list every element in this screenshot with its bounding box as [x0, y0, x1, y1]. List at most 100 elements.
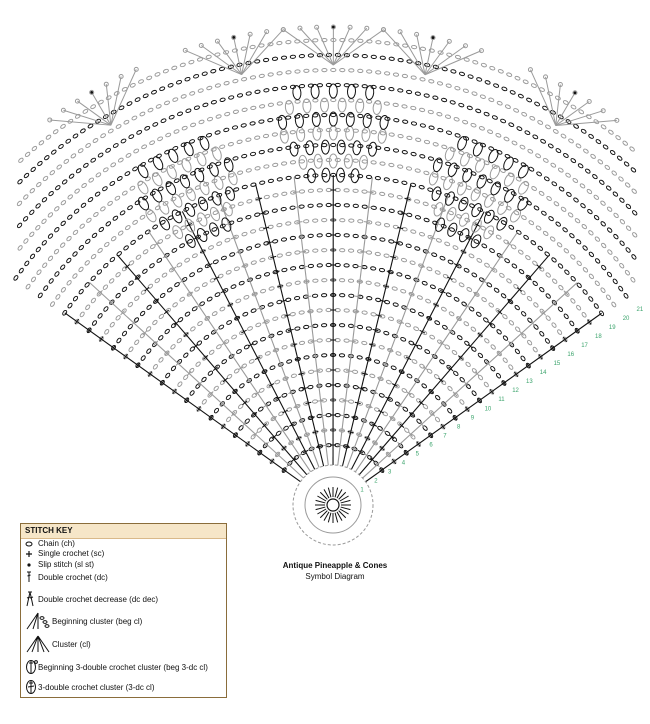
chain-stitch — [480, 62, 487, 68]
chain-stitch — [228, 173, 235, 178]
chain-stitch — [263, 194, 270, 200]
chain-stitch — [190, 122, 197, 128]
dc-tick — [175, 360, 181, 366]
dc-tick — [154, 241, 160, 246]
chain-stitch — [467, 74, 474, 79]
chain-stitch — [152, 224, 158, 230]
chain-stitch — [29, 231, 35, 238]
dc-tick — [414, 378, 420, 383]
dc-tick — [391, 383, 398, 387]
3dc-cluster — [328, 125, 338, 141]
chain-stitch — [534, 101, 541, 107]
dc-tick — [485, 361, 491, 367]
chain-stitch — [569, 233, 575, 239]
chain-stitch — [404, 427, 410, 433]
round-number: 2 — [374, 479, 378, 485]
chain-stitch — [114, 195, 121, 201]
round-number: 16 — [567, 352, 574, 358]
chain-stitch — [236, 139, 243, 144]
dc-tick — [477, 397, 482, 404]
chain-stitch — [405, 166, 413, 171]
chain-stitch — [573, 197, 579, 203]
chain-stitch — [72, 295, 79, 302]
dc-tick — [142, 330, 148, 336]
dc-tick — [447, 328, 454, 334]
chain-stitch — [142, 249, 149, 255]
3dc-cluster — [337, 97, 347, 113]
chain-stitch — [267, 42, 274, 47]
center-dc — [327, 512, 332, 523]
chain-stitch — [184, 76, 191, 82]
chain-stitch — [374, 251, 381, 257]
dc-tick — [362, 236, 369, 238]
dc-tick — [375, 314, 383, 317]
chain-stitch — [201, 71, 208, 76]
chain-stitch — [477, 352, 484, 359]
chain-stitch — [223, 127, 230, 133]
chain-stitch — [357, 173, 364, 179]
chain-stitch — [508, 122, 515, 128]
3dc-cluster — [458, 196, 469, 212]
chain-stitch — [448, 311, 455, 317]
dc-tick — [399, 423, 405, 428]
dc-tick — [508, 340, 513, 346]
dc-tick — [219, 401, 225, 407]
chain-stitch — [410, 229, 417, 234]
3dc-cluster — [211, 191, 222, 206]
chain-stitch — [486, 178, 493, 184]
chain-stitch — [134, 200, 141, 206]
chain-stitch — [573, 123, 579, 129]
dc-tick — [530, 320, 536, 326]
dc-tick — [261, 369, 268, 374]
key-item-slip-stitch: Slip stitch (sl st) — [24, 560, 94, 569]
chain-stitch — [552, 128, 559, 134]
3dc-cluster — [328, 111, 338, 127]
dc-tick — [275, 451, 281, 457]
chain-stitch — [470, 122, 477, 128]
chain-stitch — [158, 357, 164, 363]
chain-stitch — [419, 123, 426, 128]
3dc-cluster — [292, 85, 302, 101]
chain-stitch — [418, 311, 424, 317]
chain-stitch — [511, 140, 518, 146]
dc-tick — [465, 406, 470, 412]
chain-stitch — [231, 48, 238, 53]
chain-stitch — [31, 145, 38, 152]
dc-tick — [86, 327, 92, 334]
chain-stitch — [393, 118, 400, 123]
chain-stitch — [594, 236, 601, 242]
chain-stitch — [248, 359, 255, 364]
chain-stitch — [55, 294, 61, 300]
chain-stitch — [390, 365, 397, 371]
dc-tick — [270, 255, 277, 259]
chain-stitch — [116, 337, 122, 344]
chain-stitch — [428, 125, 435, 130]
chain-stitch — [514, 304, 520, 311]
chain-stitch — [276, 146, 283, 152]
chain-stitch — [129, 82, 136, 88]
dc-tick — [314, 370, 321, 372]
dc-tick — [232, 389, 238, 394]
chain-stitch — [254, 212, 261, 217]
chain-stitch — [583, 148, 589, 154]
3dc-cluster — [137, 196, 150, 211]
dc-tick — [361, 372, 368, 376]
dc-tick — [364, 436, 371, 441]
dc-tick — [267, 334, 274, 338]
3dc-cluster — [209, 222, 220, 237]
chain-stitch — [378, 393, 385, 398]
chain-stitch — [338, 353, 346, 358]
chain-stitch — [435, 394, 441, 401]
chain-stitch — [97, 152, 104, 158]
3dc-cluster — [444, 146, 455, 162]
3dc-cluster — [209, 206, 221, 222]
3dc-cluster — [496, 216, 508, 231]
dc-tick — [426, 316, 433, 321]
3dc-cluster — [312, 125, 322, 141]
chain-stitch — [16, 222, 23, 229]
chain-stitch — [186, 188, 193, 194]
chain-stitch — [47, 233, 54, 239]
chain-stitch — [286, 407, 293, 412]
chain-stitch — [401, 104, 408, 109]
chain-stitch — [167, 287, 173, 293]
